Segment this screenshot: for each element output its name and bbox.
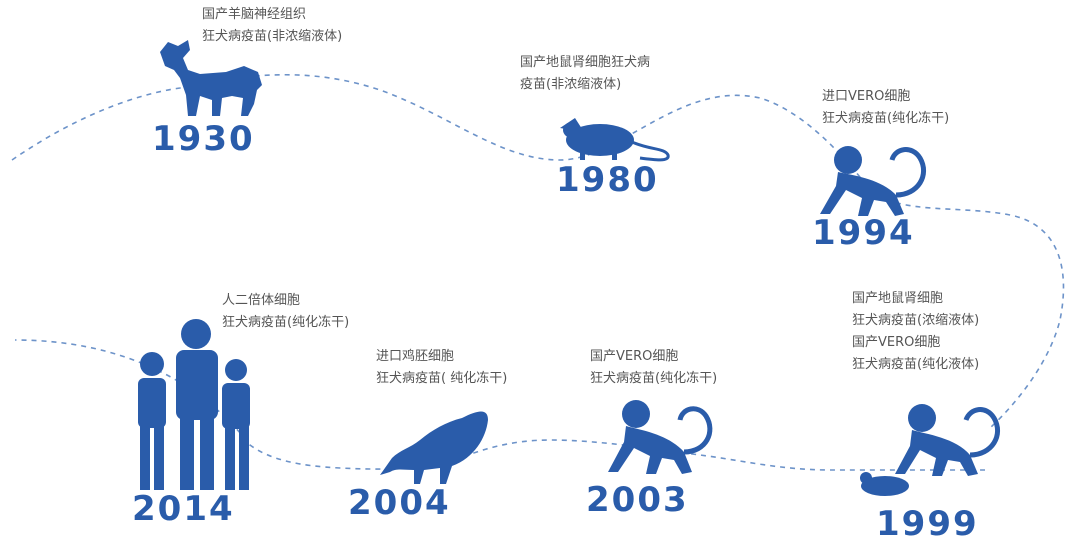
caption-line: 国产VERO细胞: [590, 349, 679, 364]
caption-line: 国产VERO细胞: [852, 335, 941, 350]
caption-line: 国产羊脑神经组织: [202, 7, 307, 22]
milestone-caption: 进口VERO细胞 狂犬病疫苗(纯化冻干): [822, 86, 949, 130]
caption-line: 人二倍体细胞: [222, 293, 301, 308]
caption-line: 狂犬病疫苗(非浓缩液体): [202, 29, 343, 44]
year-label: 2014: [132, 489, 235, 529]
timeline-path: [11, 73, 1065, 429]
chicken-icon: [380, 411, 488, 484]
caption-line: 疫苗(非浓缩液体): [520, 77, 622, 92]
caption-line: 国产地鼠肾细胞狂犬病: [520, 55, 651, 70]
milestone-caption: 人二倍体细胞 狂犬病疫苗(纯化冻干): [222, 290, 349, 334]
monkey-mouse-icon: [860, 404, 1001, 496]
year-label: 2003: [586, 480, 689, 520]
milestone-caption: 国产羊脑神经组织 狂犬病疫苗(非浓缩液体): [202, 4, 342, 48]
year-label: 1980: [556, 160, 659, 200]
year-label: 1994: [812, 213, 915, 253]
goat-icon: [160, 40, 262, 116]
monkey-icon: [608, 400, 713, 474]
timeline-path: [14, 339, 985, 471]
caption-line: 狂犬病疫苗(浓缩液体): [852, 313, 980, 328]
milestone-caption: 国产VERO细胞 狂犬病疫苗(纯化冻干): [590, 346, 717, 390]
milestone-caption: 国产地鼠肾细胞 狂犬病疫苗(浓缩液体) 国产VERO细胞 狂犬病疫苗(纯化液体): [852, 288, 979, 376]
caption-line: 狂犬病疫苗(纯化冻干): [590, 371, 718, 386]
milestone-caption: 国产地鼠肾细胞狂犬病 疫苗(非浓缩液体): [520, 52, 650, 96]
family-icon: [138, 319, 250, 490]
year-label: 1999: [876, 504, 979, 537]
caption-line: 狂犬病疫苗(纯化液体): [852, 357, 980, 372]
monkey-icon: [820, 146, 927, 216]
year-label: 1930: [152, 119, 255, 159]
mouse-icon: [560, 118, 670, 162]
caption-line: 进口VERO细胞: [822, 89, 911, 104]
caption-line: 国产地鼠肾细胞: [852, 291, 944, 306]
caption-line: 狂犬病疫苗( 纯化冻干): [376, 371, 508, 386]
year-label: 2004: [348, 483, 451, 523]
caption-line: 进口鸡胚细胞: [376, 349, 455, 364]
caption-line: 狂犬病疫苗(纯化冻干): [222, 315, 350, 330]
caption-line: 狂犬病疫苗(纯化冻干): [822, 111, 950, 126]
milestone-caption: 进口鸡胚细胞 狂犬病疫苗( 纯化冻干): [376, 346, 507, 390]
